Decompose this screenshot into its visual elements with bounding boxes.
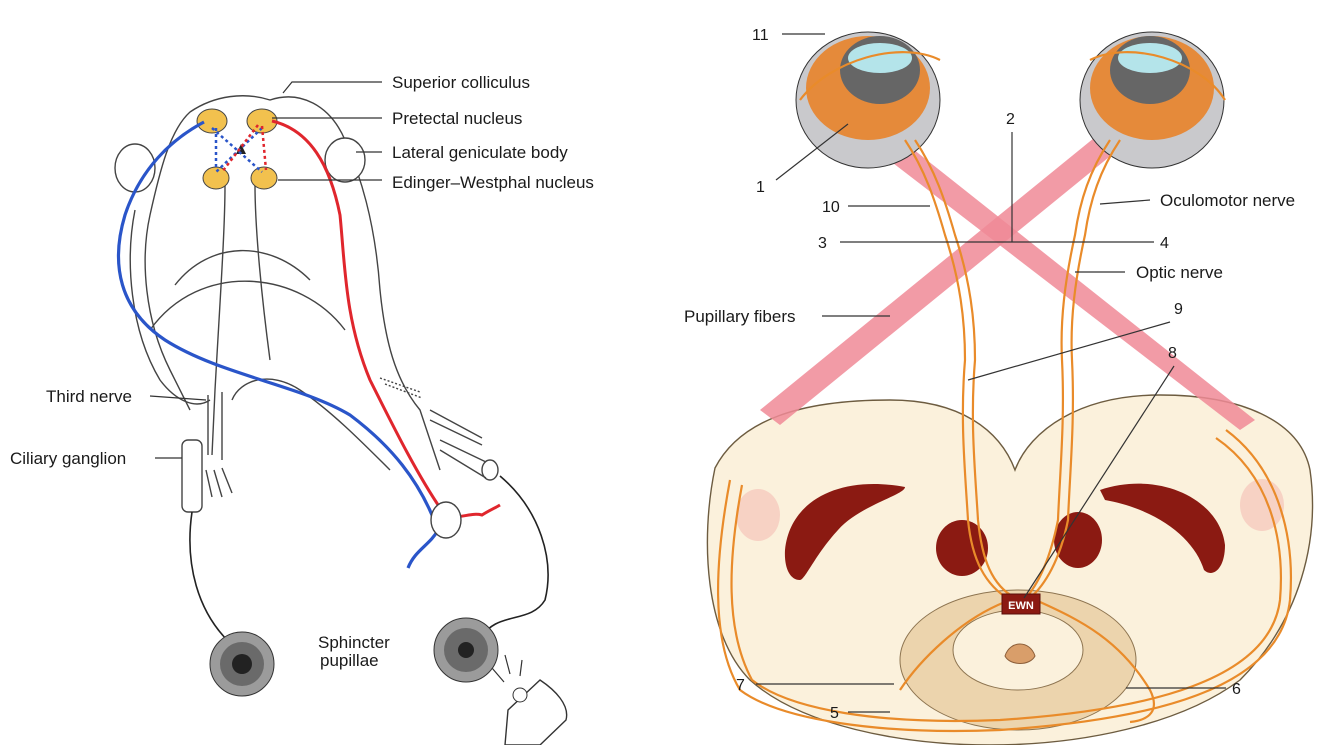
number-3: 3 bbox=[818, 235, 827, 252]
flashlight-icon bbox=[492, 655, 567, 745]
efferent-pathway bbox=[118, 122, 438, 568]
leader-oculomotor bbox=[1100, 200, 1150, 204]
number-1: 1 bbox=[756, 179, 765, 196]
optic-tube-end bbox=[431, 502, 461, 538]
ciliary-tube bbox=[182, 440, 202, 512]
right-diagram: EWN 11 1 2 3 4 5 6 7 8 9 10 Oculomotor n… bbox=[684, 27, 1312, 745]
number-2: 2 bbox=[1006, 111, 1015, 128]
stem-lower bbox=[232, 379, 390, 470]
optic-nerve-branch bbox=[430, 410, 486, 478]
number-7: 7 bbox=[736, 677, 745, 694]
label-pretectal-nucleus: Pretectal nucleus bbox=[392, 109, 522, 128]
number-5: 5 bbox=[830, 705, 839, 722]
midline-left bbox=[212, 185, 225, 455]
pupil-left-nerve bbox=[190, 512, 238, 650]
pupil-left bbox=[210, 632, 274, 696]
dotted-efferent bbox=[212, 128, 262, 172]
label-pupillary-fibers: Pupillary fibers bbox=[684, 307, 796, 326]
brainstem-arch-2 bbox=[175, 251, 310, 285]
label-superior-colliculus: Superior colliculus bbox=[392, 73, 530, 92]
ciliary-branches bbox=[206, 468, 232, 497]
label-edinger-westphal-nucleus: Edinger–Westphal nucleus bbox=[392, 173, 594, 192]
label-optic-nerve: Optic nerve bbox=[1136, 263, 1223, 282]
number-4: 4 bbox=[1160, 235, 1169, 252]
number-6: 6 bbox=[1232, 681, 1241, 698]
pale-patch-left bbox=[736, 489, 780, 541]
label-sphincter: Sphincter bbox=[318, 633, 390, 652]
label-oculomotor-nerve: Oculomotor nerve bbox=[1160, 191, 1295, 210]
pupil-right-nerve bbox=[480, 476, 548, 640]
brainstem-inner-left bbox=[130, 210, 210, 404]
label-ewn: EWN bbox=[1008, 600, 1034, 612]
leader-third-nerve bbox=[150, 396, 206, 400]
midline-right bbox=[255, 185, 270, 360]
label-third-nerve: Third nerve bbox=[46, 387, 132, 406]
number-9: 9 bbox=[1174, 301, 1183, 318]
label-lateral-geniculate-body: Lateral geniculate body bbox=[392, 143, 568, 162]
label-pupillae: pupillae bbox=[320, 651, 379, 670]
number-10: 10 bbox=[822, 199, 840, 216]
label-ciliary-ganglion: Ciliary ganglion bbox=[10, 449, 126, 468]
left-diagram: Superior colliculus Pretectal nucleus La… bbox=[10, 73, 594, 745]
pupillary-fibers-right-crossing bbox=[760, 125, 1130, 425]
brainstem-arch bbox=[150, 281, 345, 330]
pale-patch-right bbox=[1240, 479, 1284, 531]
pupil-right bbox=[434, 618, 498, 682]
number-11: 11 bbox=[752, 27, 769, 44]
eye-right bbox=[1080, 32, 1224, 168]
ewn-right bbox=[251, 167, 277, 189]
number-8: 8 bbox=[1168, 345, 1177, 362]
leader-superior-colliculus bbox=[283, 82, 382, 93]
lgb-right bbox=[325, 138, 365, 182]
